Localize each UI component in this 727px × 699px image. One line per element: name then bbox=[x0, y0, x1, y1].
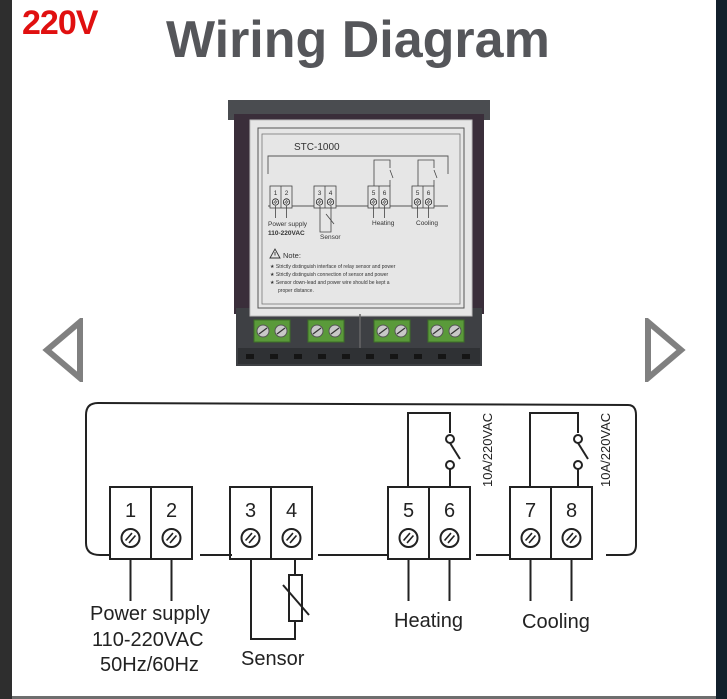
mini-screw-icon bbox=[326, 198, 335, 206]
terminal-screw-icon bbox=[120, 528, 141, 548]
note-line-4: proper distance. bbox=[278, 288, 314, 294]
terminal-number: 1 bbox=[125, 500, 136, 522]
model-label: STC-1000 bbox=[294, 142, 340, 153]
svg-text:6: 6 bbox=[383, 190, 387, 197]
triangle-right-icon bbox=[645, 315, 686, 385]
terminal-number: 8 bbox=[566, 500, 577, 522]
cooling-label: Cooling bbox=[522, 611, 590, 633]
mini-sensor-label: Sensor bbox=[320, 234, 341, 241]
mini-screw-icon bbox=[424, 198, 433, 206]
mini-screw-icon bbox=[282, 198, 291, 206]
terminal-screw-icon bbox=[240, 528, 261, 548]
next-image-button[interactable] bbox=[642, 315, 686, 385]
housing-base bbox=[238, 348, 480, 364]
mini-screw-icon bbox=[380, 198, 389, 206]
label-inner-border bbox=[261, 133, 461, 305]
svg-text:6: 6 bbox=[427, 190, 431, 197]
svg-text:2: 2 bbox=[285, 190, 289, 197]
previous-image-button[interactable] bbox=[42, 315, 86, 385]
heating-relay-rating: 10A/220VAC bbox=[480, 413, 495, 487]
note-line-1: ★ Strictly distinguish interface of rela… bbox=[270, 264, 396, 270]
terminal-screw-icon bbox=[161, 528, 182, 548]
cooling-relay-switch-icon bbox=[529, 412, 589, 487]
mini-voltage-label: 110-220VAC bbox=[268, 230, 305, 237]
terminal-screw-icon bbox=[398, 528, 419, 548]
svg-text:1: 1 bbox=[274, 190, 278, 197]
svg-text:5: 5 bbox=[416, 190, 420, 197]
cooling-relay-rating: 10A/220VAC bbox=[598, 413, 613, 487]
terminal-screw-icon bbox=[281, 528, 302, 548]
heating-label: Heating bbox=[394, 610, 463, 632]
note-title: Note: bbox=[283, 251, 301, 260]
warning-icon bbox=[269, 248, 281, 259]
terminal-number: 3 bbox=[245, 500, 256, 522]
power-supply-label: Power supply bbox=[90, 603, 210, 625]
svg-text:5: 5 bbox=[372, 190, 376, 197]
note-line-3: ★ Sensor down-lead and power wire should… bbox=[270, 280, 390, 286]
bottom-border bbox=[12, 696, 716, 699]
terminal-blocks bbox=[253, 314, 465, 364]
terminal-number: 6 bbox=[444, 500, 455, 522]
page-title: Wiring Diagram bbox=[166, 11, 550, 69]
terminal-number: 5 bbox=[403, 500, 414, 522]
mini-screw-icon bbox=[369, 198, 378, 206]
terminal-screw-icon bbox=[520, 528, 541, 548]
power-frequency-label: 50Hz/60Hz bbox=[100, 654, 199, 676]
svg-text:4: 4 bbox=[329, 190, 333, 197]
sensor-label: Sensor bbox=[241, 648, 305, 670]
terminal-screw-icon bbox=[561, 528, 582, 548]
note-line-2: ★ Strictly distinguish connection of sen… bbox=[270, 272, 388, 278]
mini-power-label: Power supply bbox=[268, 221, 308, 228]
right-border bbox=[716, 0, 727, 699]
mini-screw-icon bbox=[315, 198, 324, 206]
mini-screw-icon bbox=[413, 198, 422, 206]
power-voltage-label: 110-220VAC bbox=[92, 629, 204, 651]
voltage-label: 220V bbox=[22, 4, 98, 42]
mini-screw-icon bbox=[271, 198, 280, 206]
svg-text:3: 3 bbox=[318, 190, 322, 197]
terminal-number: 2 bbox=[166, 500, 177, 522]
mini-heating-label: Heating bbox=[372, 220, 395, 227]
terminal-number: 4 bbox=[286, 500, 297, 522]
wiring-schematic: 1 2 3 4 5 6 7 8 Power supply 110-220VAC 50Hz/60… bbox=[85, 401, 637, 676]
label-plate bbox=[249, 119, 473, 317]
triangle-left-icon bbox=[42, 315, 83, 385]
schematic-body: 1 2 3 4 5 6 7 8 bbox=[85, 401, 637, 640]
heating-relay-switch-icon bbox=[407, 412, 461, 487]
mini-cooling-label: Cooling bbox=[416, 220, 438, 227]
label-border bbox=[257, 127, 465, 309]
base-slots bbox=[246, 354, 470, 359]
terminal-screw-icon bbox=[439, 528, 460, 548]
terminal-number: 7 bbox=[525, 500, 536, 522]
